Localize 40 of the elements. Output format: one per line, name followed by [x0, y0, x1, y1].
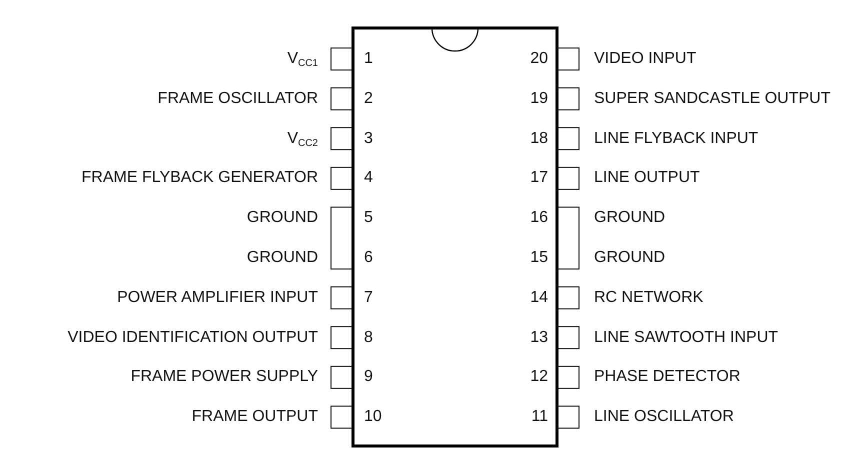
pin-number: 2: [364, 88, 373, 109]
pin-number: 12: [530, 367, 548, 388]
pin-number: 19: [530, 88, 548, 109]
pin-number: 16: [530, 208, 548, 228]
pin-number: 14: [530, 288, 548, 308]
pin-name: LINE FLYBACK INPUT: [594, 128, 758, 149]
pin-name: LINE OSCILLATOR: [594, 407, 734, 428]
pin-name: LINE OUTPUT: [594, 168, 700, 188]
pin-number: 4: [364, 168, 373, 188]
pin-name: SUPER SANDCASTLE OUTPUT: [594, 88, 830, 109]
pin-number: 7: [364, 288, 373, 308]
pin-name: POWER AMPLIFIER INPUT: [117, 288, 318, 308]
pin-name: FRAME POWER SUPPLY: [130, 367, 318, 388]
pin-number: 8: [364, 328, 373, 348]
pin-name: GROUND: [246, 248, 318, 268]
pin-name: LINE SAWTOOTH INPUT: [594, 328, 778, 348]
pin-name: VIDEO IDENTIFICATION OUTPUT: [68, 328, 318, 348]
pin-number: 15: [530, 248, 548, 268]
pin-name: PHASE DETECTOR: [594, 367, 740, 388]
pin-name: V$_{CC2}$: [287, 128, 318, 151]
pin-name: FRAME OSCILLATOR: [158, 88, 318, 109]
pin-number: 6: [364, 248, 373, 268]
pin-number: 13: [530, 328, 548, 348]
pin-name: GROUND: [594, 248, 666, 268]
pin-name: FRAME FLYBACK GENERATOR: [82, 168, 318, 188]
pin-name: FRAME OUTPUT: [192, 407, 318, 428]
pin-number: 18: [530, 128, 548, 149]
pin-number: 1: [364, 49, 373, 69]
pin-number: 3: [364, 128, 373, 149]
pin-name: RC NETWORK: [594, 288, 704, 308]
pin-number: 17: [530, 168, 548, 188]
pin-name: GROUND: [246, 208, 318, 228]
pin-number: 11: [531, 407, 548, 428]
pin-number: 5: [364, 208, 373, 228]
pin-name: VIDEO INPUT: [594, 49, 696, 69]
pin-name: V$_{CC1}$: [287, 49, 318, 71]
pin-number: 20: [530, 49, 548, 69]
pin-name: GROUND: [594, 208, 666, 228]
pin-number: 9: [364, 367, 373, 388]
pin-number: 10: [364, 407, 382, 428]
